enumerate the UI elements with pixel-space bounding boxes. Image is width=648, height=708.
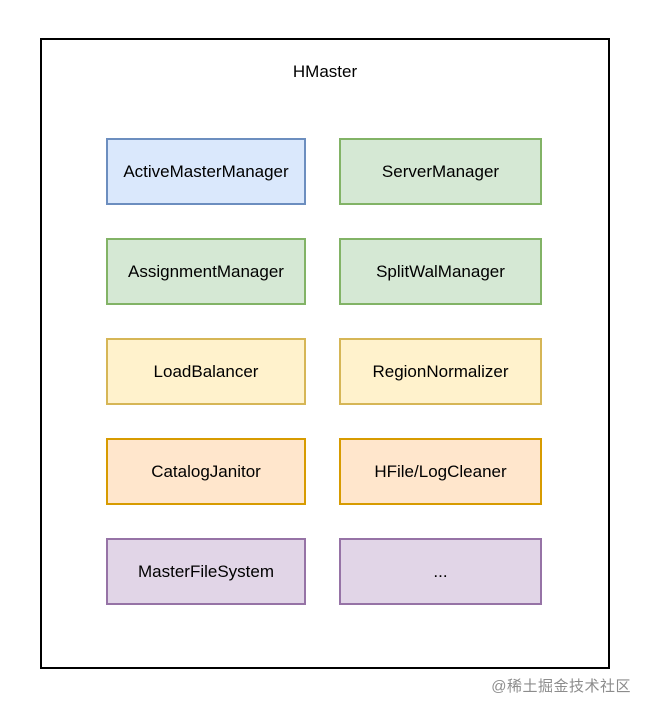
- component-box-ellipsis: ...: [339, 538, 542, 605]
- component-box-servermanager: ServerManager: [339, 138, 542, 205]
- component-box-hfile-logcleaner: HFile/LogCleaner: [339, 438, 542, 505]
- component-grid: ActiveMasterManager ServerManager Assign…: [106, 138, 542, 605]
- component-box-loadbalancer: LoadBalancer: [106, 338, 306, 405]
- component-box-masterfilesystem: MasterFileSystem: [106, 538, 306, 605]
- component-box-regionnormalizer: RegionNormalizer: [339, 338, 542, 405]
- component-box-splitwalmanager: SplitWalManager: [339, 238, 542, 305]
- component-box-catalogjanitor: CatalogJanitor: [106, 438, 306, 505]
- component-box-assignmentmanager: AssignmentManager: [106, 238, 306, 305]
- diagram-title: HMaster: [292, 62, 358, 81]
- hmaster-container: HMaster ActiveMasterManager ServerManage…: [40, 38, 610, 669]
- component-box-activemastermanager: ActiveMasterManager: [106, 138, 306, 205]
- watermark: @稀土掘金技术社区: [491, 678, 631, 695]
